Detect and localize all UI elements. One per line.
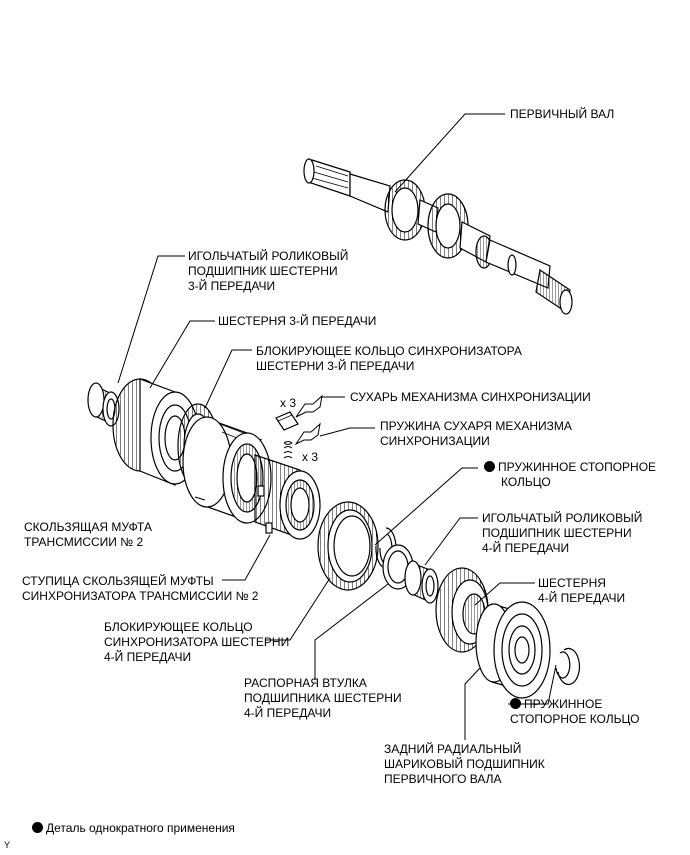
shifting-key-drawing: [275, 411, 299, 431]
label-line: 4-Й ПЕРЕДАЧИ: [482, 541, 570, 555]
label-shifting-key: СУХАРЬ МЕХАНИЗМА СИНХРОНИЗАЦИИ: [350, 390, 591, 405]
label-needle-bearing-3: ИГОЛЬЧАТЫЙ РОЛИКОВЫЙ ПОДШИПНИК ШЕСТЕРНИ …: [188, 249, 348, 294]
label-line: ШЕСТЕРНЯ 3-Й ПЕРЕДАЧИ: [218, 314, 377, 328]
label-line: ШЕСТЕРНЯ: [538, 576, 606, 590]
label-line: 4-Й ПЕРЕДАЧИ: [538, 591, 626, 605]
single-use-dot-icon: [32, 822, 43, 833]
label-line: ПОДШИПНИК ШЕСТЕРНИ: [482, 526, 632, 540]
label-sync-ring-4: БЛОКИРУЮЩЕЕ КОЛЬЦО СИНХРОНИЗАТОРА ШЕСТЕР…: [104, 620, 289, 665]
needle-bearing-3-drawing: [87, 382, 120, 427]
rear-bearing-drawing: [475, 601, 551, 699]
spacer-4-drawing: [382, 544, 414, 590]
label-line: РАСПОРНАЯ ВТУЛКА: [244, 676, 367, 690]
label-line: СИНХРОНИЗАЦИИ: [380, 434, 490, 448]
label-line: ПРУЖИННОЕ: [510, 697, 639, 712]
label-line: ПОДШИПНИКА ШЕСТЕРНИ: [244, 691, 402, 705]
label-line: СТУПИЦА СКОЛЬЗЯЩЕЙ МУФТЫ: [22, 574, 214, 588]
label-line: 4-Й ПЕРЕДАЧИ: [104, 650, 192, 664]
label-sync-ring-3: БЛОКИРУЮЩЕЕ КОЛЬЦО СИНХРОНИЗАТОРА ШЕСТЕР…: [256, 344, 522, 374]
label-line: ПРУЖИНА СУХАРЯ МЕХАНИЗМА: [380, 419, 572, 433]
label-spacer-4: РАСПОРНАЯ ВТУЛКА ПОДШИПНИКА ШЕСТЕРНИ 4-Й…: [244, 676, 402, 721]
label-hub-2: СТУПИЦА СКОЛЬЗЯЩЕЙ МУФТЫ СИНХРОНИЗАТОРА …: [22, 574, 258, 604]
label-line: ЗАДНИЙ РАДИАЛЬНЫЙ: [384, 742, 522, 756]
label-line: СИНХРОНИЗАТОРА ТРАНСМИССИИ № 2: [22, 589, 259, 603]
label-input-shaft: ПЕРВИЧНЫЙ ВАЛ: [510, 107, 614, 122]
label-line: 3-Й ПЕРЕДАЧИ: [188, 279, 276, 293]
sync-ring-4-drawing: [317, 501, 379, 591]
label-line: ШЕСТЕРНИ 3-Й ПЕРЕДАЧИ: [256, 359, 415, 373]
snap-ring-2-drawing: [555, 647, 581, 685]
label-gear-3: ШЕСТЕРНЯ 3-Й ПЕРЕДАЧИ: [218, 314, 376, 329]
label-line: ШАРИКОВЫЙ ПОДШИПНИК: [384, 757, 545, 771]
label-line: ИГОЛЬЧАТЫЙ РОЛИКОВЫЙ: [188, 249, 349, 263]
label-rear-bearing: ЗАДНИЙ РАДИАЛЬНЫЙ ШАРИКОВЫЙ ПОДШИПНИК ПЕ…: [384, 742, 545, 787]
label-snap-ring-1: ПРУЖИННОЕ СТОПОРНОЕ КОЛЬЦО: [484, 460, 656, 490]
sleeve-2-drawing: [182, 416, 272, 524]
leader-lines: [117, 113, 557, 740]
label-input-shaft-text: ПЕРВИЧНЫЙ ВАЛ: [510, 107, 615, 121]
needle-bearing-4-drawing: [404, 560, 439, 604]
legend: Деталь однократного применения: [32, 821, 235, 836]
label-line: СИНХРОНИЗАТОРА ШЕСТЕРНИ: [104, 635, 290, 649]
label-line: КОЛЬЦО: [501, 475, 551, 489]
label-gear-4: ШЕСТЕРНЯ 4-Й ПЕРЕДАЧИ: [538, 576, 625, 606]
label-key-spring: ПРУЖИНА СУХАРЯ МЕХАНИЗМА СИНХРОНИЗАЦИИ: [380, 419, 572, 449]
corner-mark: Y: [4, 840, 11, 850]
label-line: СТОПОРНОЕ КОЛЬЦО: [510, 712, 640, 726]
label-line: БЛОКИРУЮЩЕЕ КОЛЬЦО СИНХРОНИЗАТОРА: [256, 344, 522, 358]
single-use-dot-icon: [510, 698, 521, 709]
legend-text: Деталь однократного применения: [46, 821, 235, 835]
label-line: ТРАНСМИССИИ № 2: [24, 535, 144, 549]
single-use-dot-icon: [484, 461, 495, 472]
label-line: 4-Й ПЕРЕДАЧИ: [244, 706, 332, 720]
label-needle-bearing-4: ИГОЛЬЧАТЫЙ РОЛИКОВЫЙ ПОДШИПНИК ШЕСТЕРНИ …: [482, 511, 642, 556]
spring-quantity: x 3: [302, 450, 319, 464]
label-line: БЛОКИРУЮЩЕЕ КОЛЬЦО: [104, 620, 253, 634]
label-sleeve-2: СКОЛЬЗЯЩАЯ МУФТА ТРАНСМИССИИ № 2: [24, 520, 152, 550]
label-line: ПЕРВИЧНОГО ВАЛА: [384, 772, 502, 786]
key-quantity: x 3: [280, 396, 297, 410]
label-line: ИГОЛЬЧАТЫЙ РОЛИКОВЫЙ: [482, 511, 643, 525]
label-line: ПОДШИПНИК ШЕСТЕРНИ: [188, 264, 338, 278]
label-snap-ring-2: ПРУЖИННОЕ СТОПОРНОЕ КОЛЬЦО: [510, 697, 639, 727]
quantity-arrows: [294, 394, 323, 446]
legend-line: Деталь однократного применения: [32, 821, 235, 836]
label-line: СКОЛЬЗЯЩАЯ МУФТА: [24, 520, 152, 534]
key-spring-drawing: [283, 441, 293, 459]
label-line: ПРУЖИННОЕ СТОПОРНОЕ: [484, 460, 656, 475]
hub-2-drawing: [254, 454, 321, 540]
label-line: СУХАРЬ МЕХАНИЗМА СИНХРОНИЗАЦИИ: [350, 390, 591, 404]
input-shaft: [303, 158, 573, 315]
